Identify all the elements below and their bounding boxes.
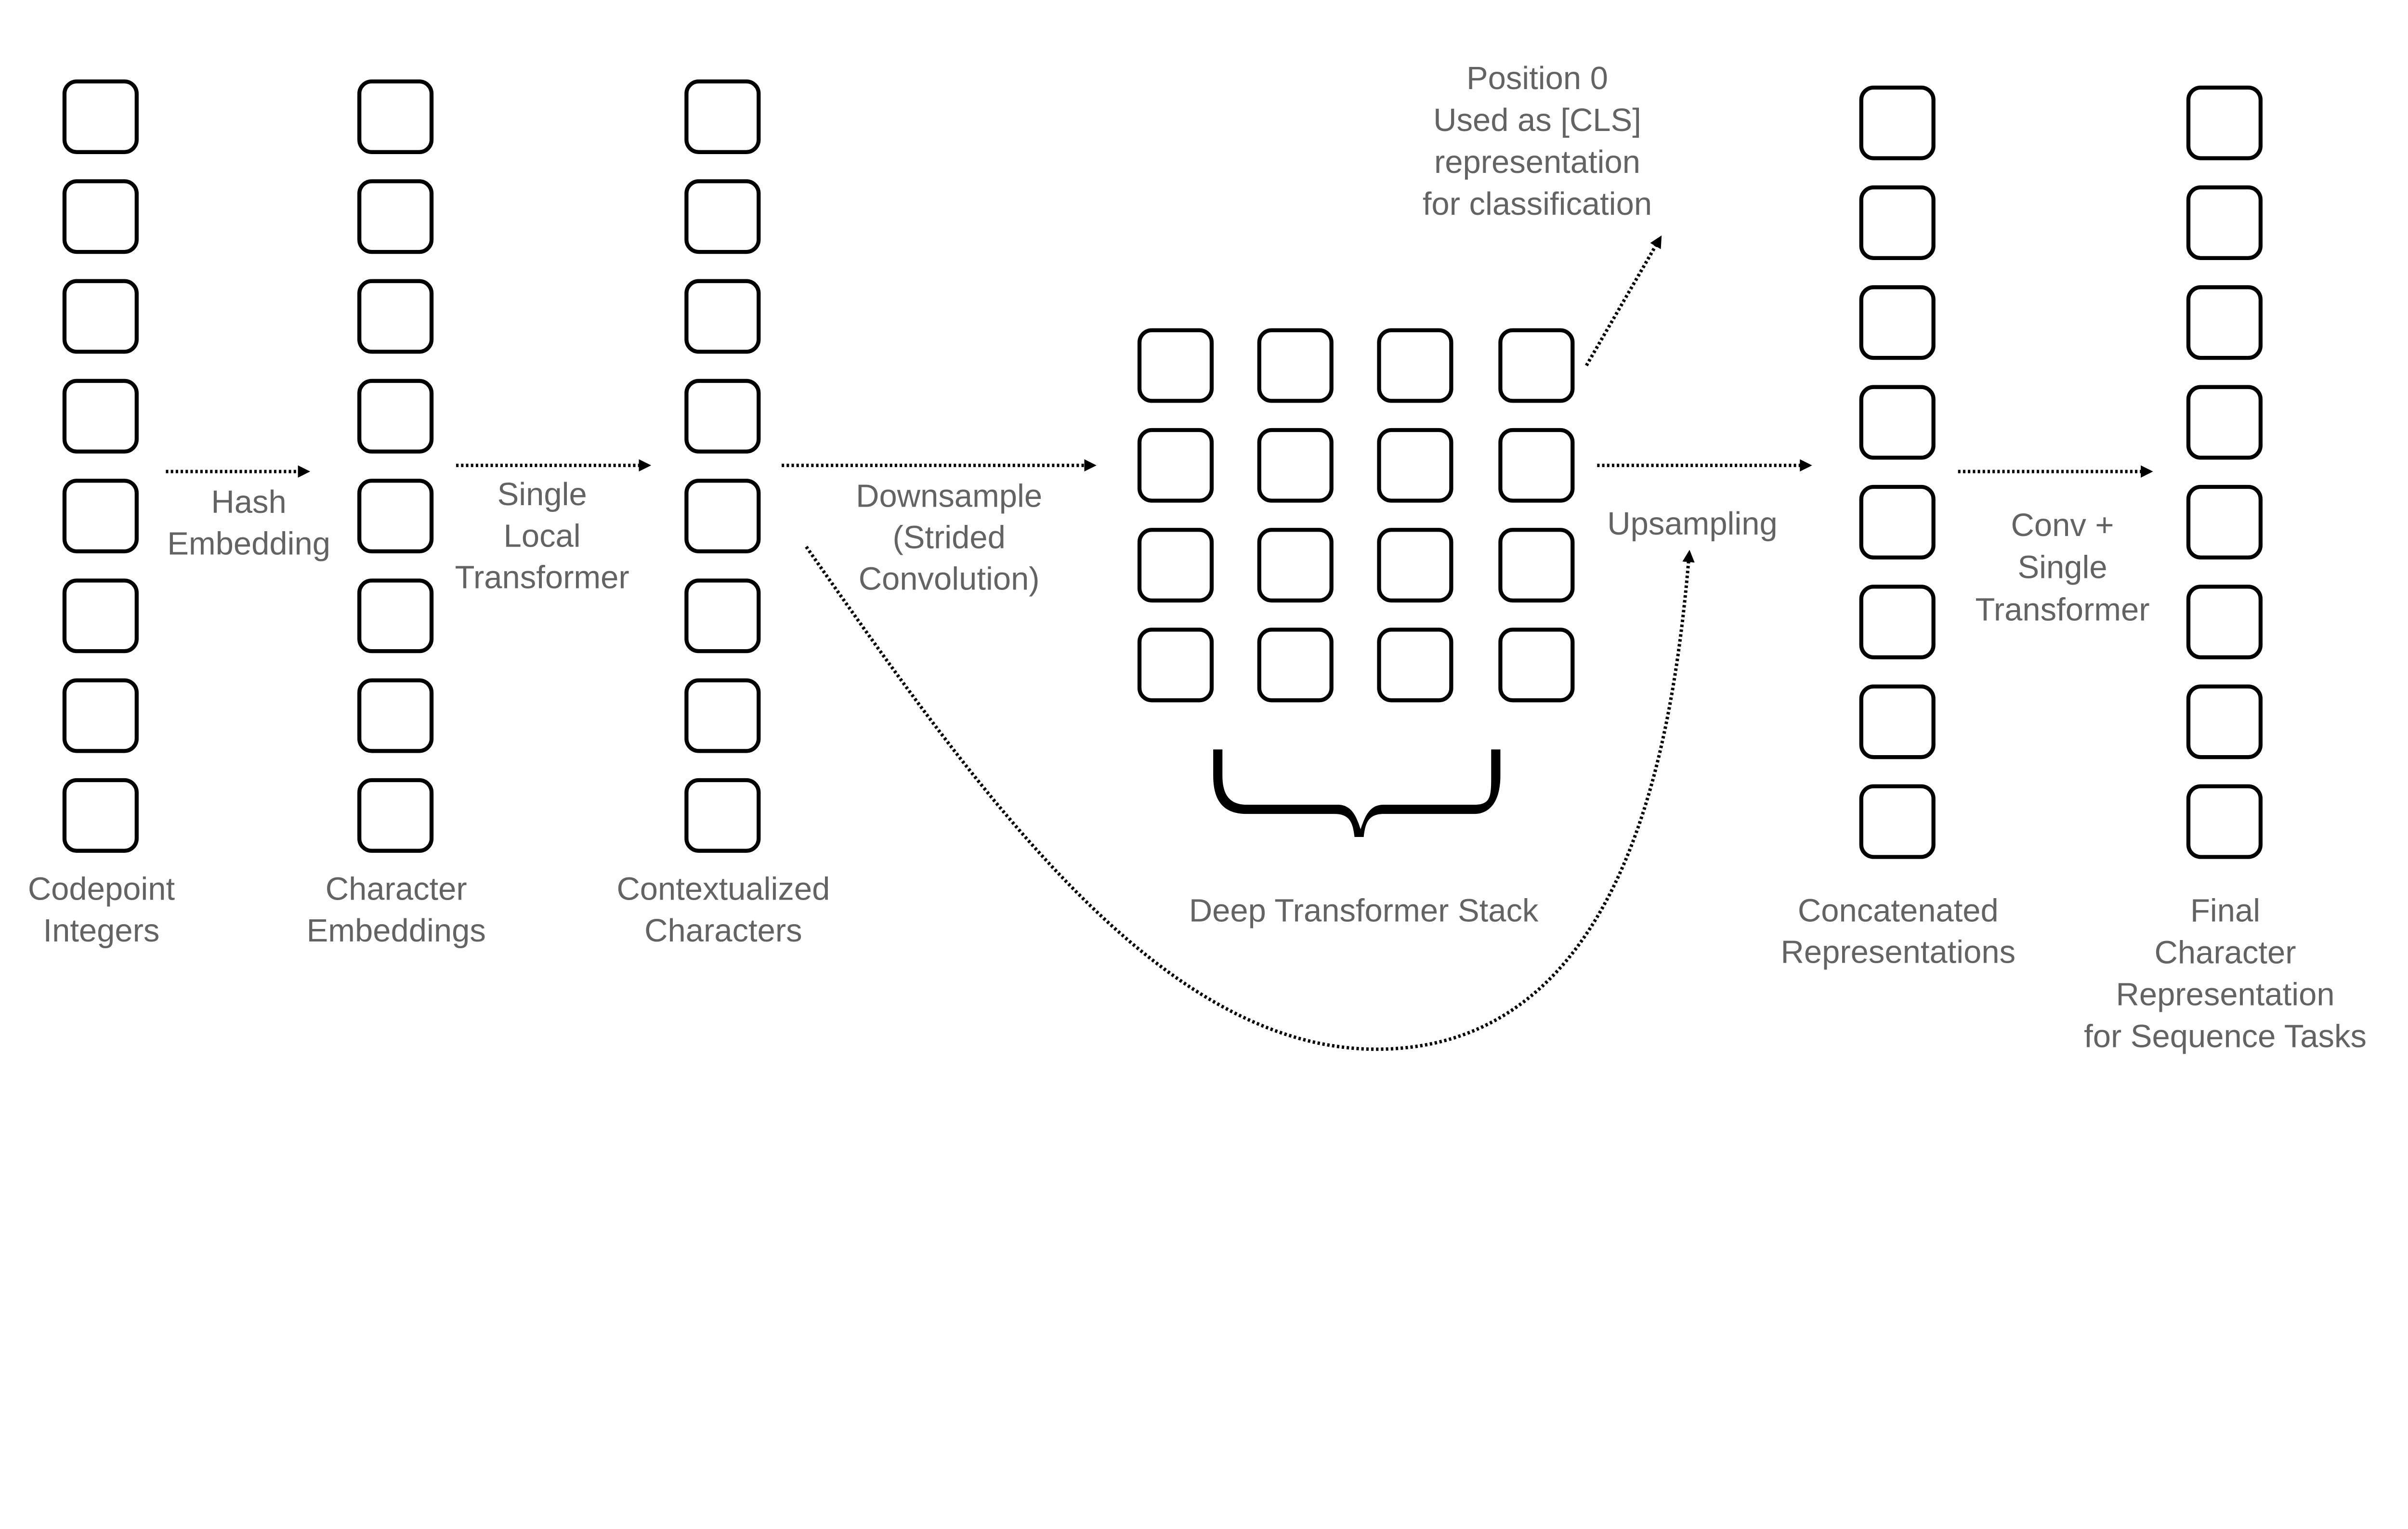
arrow-cls (1584, 235, 1662, 366)
label-local: Local (504, 518, 581, 554)
final-character-box (2186, 585, 2263, 660)
contextualized-character-box (684, 678, 761, 753)
label-upsampling: Upsampling (1607, 506, 1778, 542)
label-conv: Conv + (2011, 507, 2114, 543)
codepoint-box (62, 179, 139, 254)
label-concat: Concatenated (1798, 892, 1999, 928)
deep-transformer-box (1498, 328, 1575, 403)
final-character-box (2186, 285, 2263, 360)
deep-transformer-box (1257, 328, 1334, 403)
final-character-box (2186, 784, 2263, 859)
label-hash: Hash (211, 484, 286, 520)
final-character-box (2186, 185, 2263, 260)
codepoint-box (62, 279, 139, 354)
label-concat: Representations (1781, 934, 2016, 970)
deep-transformer-box (1498, 627, 1575, 703)
final-character-box (2186, 484, 2263, 560)
codepoint-box (62, 479, 139, 554)
contextualized-character-box (684, 479, 761, 554)
deep-transformer-box (1498, 528, 1575, 603)
contextualized-character-box (684, 778, 761, 853)
concatenated-box (1859, 185, 1936, 260)
deep-transformer-box (1137, 328, 1214, 403)
codepoint-box (62, 778, 139, 853)
label-cls: Position 0 (1466, 60, 1608, 96)
concatenated-box (1859, 484, 1936, 560)
label-final: Character (2155, 934, 2296, 970)
label-contextualized: Characters (644, 913, 802, 949)
label-downsample: Convolution) (859, 561, 1040, 597)
label-hash: Embedding (167, 525, 330, 562)
contextualized-character-box (684, 578, 761, 653)
contextualized-character-box (684, 379, 761, 454)
codepoint-box (62, 578, 139, 653)
label-conv: Transformer (1975, 591, 2149, 627)
contextualized-character-box (684, 179, 761, 254)
final-character-box (2186, 385, 2263, 460)
label-final: Final (2190, 892, 2260, 928)
label-final: for Sequence Tasks (2084, 1019, 2367, 1055)
label-cls: representation (1434, 144, 1640, 180)
character-embedding-box (357, 479, 434, 554)
deep-transformer-box (1137, 627, 1214, 703)
deep-transformer-box (1377, 428, 1453, 503)
canine-architecture-diagram: CodepointIntegersCharacterEmbeddingsCont… (28, 60, 2367, 1054)
deep-transformer-box (1137, 428, 1214, 503)
deep-transformer-box (1377, 528, 1453, 603)
character-embedding-box (357, 179, 434, 254)
codepoint-box (62, 79, 139, 154)
contextualized-character-box (684, 279, 761, 354)
label-downsample: (Strided (892, 520, 1005, 556)
labels: CodepointIntegersCharacterEmbeddingsCont… (28, 60, 2367, 1054)
residual-skip-arrow (805, 546, 1695, 1051)
codepoint-box (62, 678, 139, 753)
curly-brace (1213, 749, 1501, 837)
character-embedding-box (357, 379, 434, 454)
label-downsample: Downsample (856, 478, 1042, 514)
concatenated-box (1859, 784, 1936, 859)
label-char-emb: Character (326, 871, 467, 907)
character-embedding-box (357, 778, 434, 853)
concatenated-box (1859, 684, 1936, 759)
final-character-box (2186, 85, 2263, 160)
label-contextualized: Contextualized (616, 871, 830, 907)
label-deep: Deep Transformer Stack (1189, 892, 1539, 928)
deep-transformer-box (1377, 627, 1453, 703)
deep-transformer-box (1257, 528, 1334, 603)
token-boxes (62, 79, 2263, 859)
character-embedding-box (357, 279, 434, 354)
concatenated-box (1859, 385, 1936, 460)
label-conv: Single (2017, 549, 2107, 586)
label-local: Single (497, 476, 587, 512)
contextualized-character-box (684, 79, 761, 154)
label-codepoint: Codepoint (28, 871, 175, 907)
deep-transformer-box (1257, 627, 1334, 703)
character-embedding-box (357, 79, 434, 154)
codepoint-box (62, 379, 139, 454)
label-codepoint: Integers (43, 913, 159, 949)
label-local: Transformer (455, 559, 629, 595)
label-cls: for classification (1423, 186, 1652, 222)
deep-transformer-box (1377, 328, 1453, 403)
label-final: Representation (2116, 976, 2334, 1012)
concatenated-box (1859, 585, 1936, 660)
label-char-emb: Embeddings (307, 913, 486, 949)
character-embedding-box (357, 678, 434, 753)
concatenated-box (1859, 285, 1936, 360)
character-embedding-box (357, 578, 434, 653)
deep-transformer-box (1137, 528, 1214, 603)
deep-transformer-box (1498, 428, 1575, 503)
final-character-box (2186, 684, 2263, 759)
label-cls: Used as [CLS] (1433, 102, 1641, 138)
concatenated-box (1859, 85, 1936, 160)
deep-transformer-box (1257, 428, 1334, 503)
